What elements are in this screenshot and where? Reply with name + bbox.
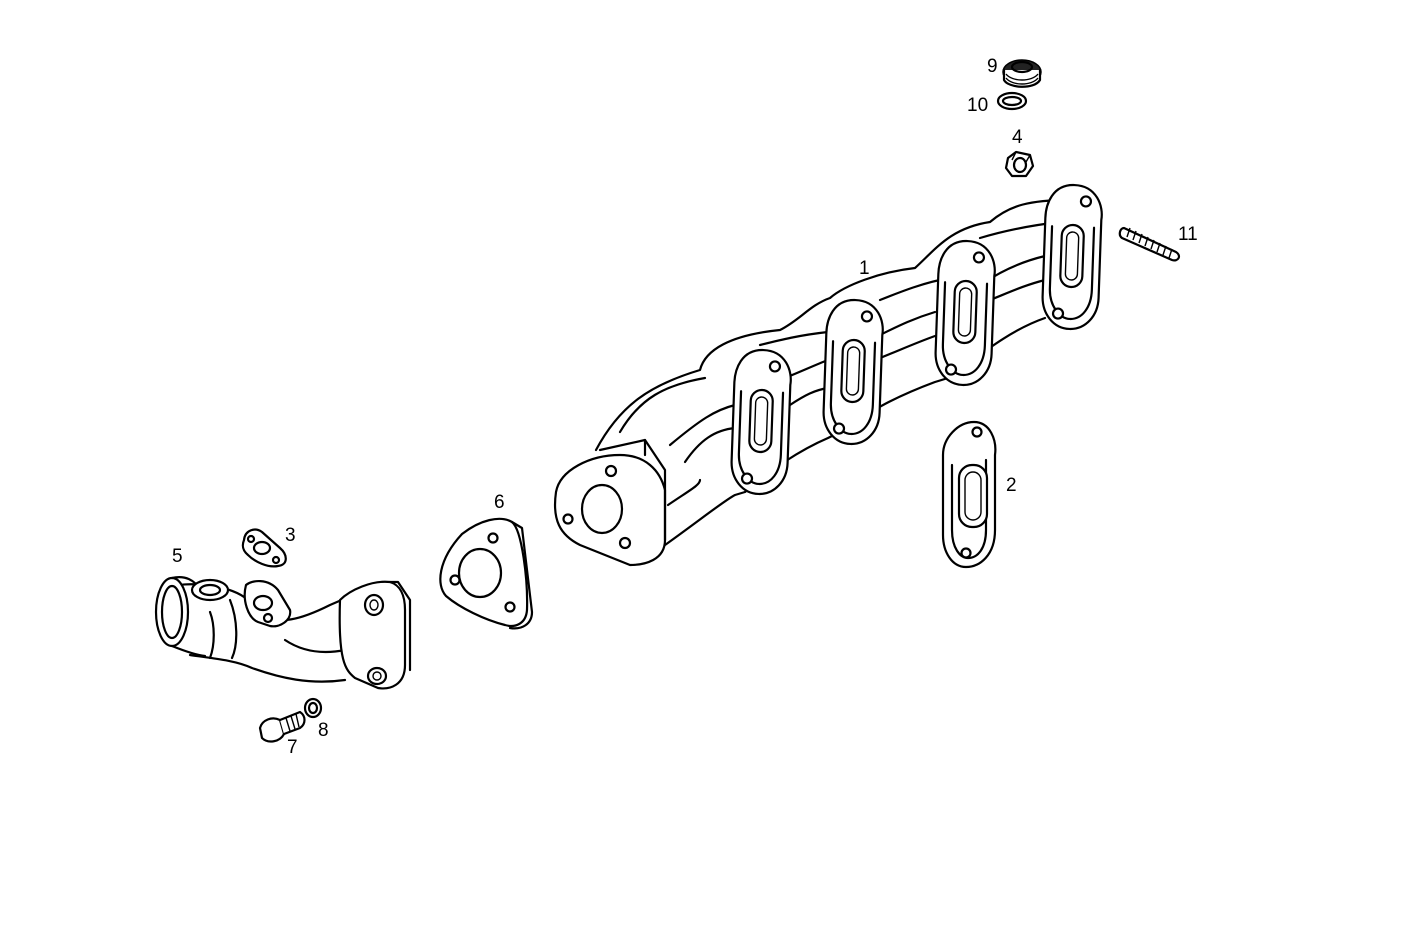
sealing-ring-part: [996, 91, 1028, 111]
callout-8: 8: [318, 720, 329, 741]
plug-part: [1002, 59, 1042, 88]
callout-2: 2: [1006, 475, 1017, 496]
callout-7: 7: [287, 737, 298, 758]
washer-part: [303, 697, 323, 719]
bolt-part: [258, 710, 306, 743]
callout-3: 3: [285, 525, 296, 546]
callout-4: 4: [1012, 127, 1023, 148]
outlet-elbow-part: [154, 576, 412, 690]
flange-gasket-part: [439, 517, 534, 630]
callout-1: 1: [859, 258, 870, 279]
nut-part: [1004, 150, 1035, 178]
callout-5: 5: [172, 546, 183, 567]
callout-9: 9: [987, 56, 998, 77]
callout-10: 10: [967, 95, 988, 116]
small-gasket-part: [241, 528, 287, 568]
exhaust-manifold-part: [554, 182, 1104, 567]
callout-6: 6: [494, 492, 505, 513]
port-gasket-part: [941, 420, 997, 569]
callout-11: 11: [1178, 224, 1198, 245]
stud-part: [1118, 226, 1181, 262]
